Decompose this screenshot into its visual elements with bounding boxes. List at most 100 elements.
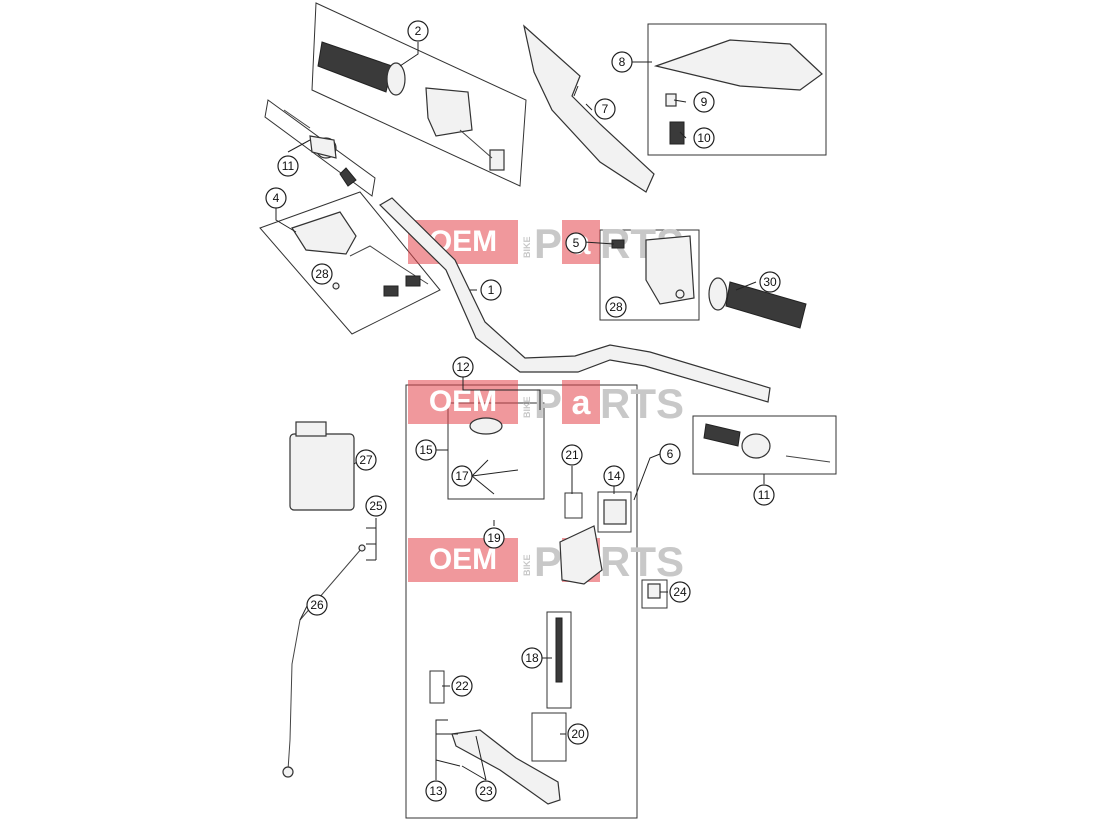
callout-18: 18 — [521, 647, 543, 669]
callout-11-right: 11 — [753, 484, 775, 506]
master-cylinder — [559, 525, 603, 585]
callout-label: 28 — [315, 267, 329, 281]
callout-25: 25 — [365, 495, 387, 517]
callout-22: 22 — [451, 675, 473, 697]
callout-27: 27 — [355, 449, 377, 471]
callout-9: 9 — [693, 91, 715, 113]
callout-label: 7 — [602, 102, 609, 116]
bar-end-left — [283, 109, 357, 187]
callout-label: 10 — [697, 131, 711, 145]
callout-30: 30 — [759, 271, 781, 293]
callout-26: 26 — [306, 594, 328, 616]
watermark-bike: BIKE — [522, 236, 532, 258]
callout-label: 6 — [667, 447, 674, 461]
callout-label: 24 — [673, 585, 687, 599]
callout-label: 4 — [273, 191, 280, 205]
clamp-14 — [603, 499, 627, 525]
callout-28-right: 28 — [605, 296, 627, 318]
callout-1: 1 — [480, 279, 502, 301]
fluid-bottle — [289, 421, 355, 511]
leader-lines — [275, 42, 765, 781]
frame-switch-left — [259, 191, 441, 335]
callout-label: 21 — [565, 448, 579, 462]
handlebar — [379, 197, 771, 403]
callout-label: 28 — [609, 300, 623, 314]
callout-20: 20 — [567, 723, 589, 745]
callout-10: 10 — [693, 127, 715, 149]
watermark-p: P — [534, 380, 562, 427]
callout-15: 15 — [415, 439, 437, 461]
frame-master-cylinder — [405, 384, 638, 819]
switch-24 — [647, 583, 661, 599]
watermark-oem: OEM — [429, 543, 497, 576]
watermark-a: a — [572, 384, 592, 422]
piston — [555, 617, 563, 683]
callout-5: 5 — [565, 232, 587, 254]
callout-label: 11 — [282, 159, 295, 173]
frame-screw-21 — [564, 492, 583, 519]
callout-2: 2 — [407, 20, 429, 42]
callout-label: 30 — [763, 275, 777, 289]
callout-label: 17 — [455, 469, 469, 483]
callout-23: 23 — [475, 780, 497, 802]
watermark-p: P — [534, 220, 562, 267]
callouts: 1 2 4 5 6 7 8 9 10 11 11 12 13 14 15 17 … — [265, 20, 781, 802]
callout-13: 13 — [425, 780, 447, 802]
callout-label: 23 — [479, 784, 493, 798]
callout-7: 7 — [594, 98, 616, 120]
callout-label: 2 — [415, 24, 422, 38]
callout-label: 14 — [607, 469, 621, 483]
grip-right — [708, 277, 807, 329]
watermark-p: P — [534, 538, 562, 585]
frame-piston — [546, 611, 572, 709]
switch-left — [291, 211, 429, 297]
callout-label: 5 — [573, 236, 580, 250]
callout-label: 12 — [456, 360, 470, 374]
callout-19: 19 — [483, 527, 505, 549]
callout-label: 11 — [758, 488, 771, 502]
frame-lever-pivot — [531, 712, 567, 762]
watermark-3: OEM BIKE P a RTS — [408, 538, 684, 585]
watermark-rts: RTS — [600, 380, 684, 427]
mirror — [523, 24, 655, 193]
master-cylinder-cap — [469, 417, 503, 435]
reservoir-cap — [653, 39, 823, 145]
bar-end-right — [703, 423, 831, 463]
callout-11-left: 11 — [277, 155, 299, 177]
frame-throttle-grip — [311, 2, 527, 187]
callout-label: 15 — [419, 443, 433, 457]
callout-label: 22 — [455, 679, 469, 693]
callout-label: 1 — [488, 283, 495, 297]
callout-label: 9 — [701, 95, 708, 109]
callout-28-left: 28 — [311, 263, 333, 285]
group-frames — [259, 2, 837, 819]
callout-17: 17 — [451, 465, 473, 487]
callout-label: 18 — [525, 651, 539, 665]
watermark-bike: BIKE — [522, 554, 532, 576]
callout-label: 27 — [359, 453, 373, 467]
callout-14: 14 — [603, 465, 625, 487]
callout-8: 8 — [611, 51, 633, 73]
frame-screw-22 — [429, 670, 445, 704]
brake-hose — [287, 547, 363, 771]
brake-lever — [451, 729, 561, 805]
callout-label: 25 — [369, 499, 383, 513]
watermark-2: OEM BIKE P a RTS — [408, 380, 684, 427]
callout-label: 13 — [429, 784, 443, 798]
callout-label: 19 — [487, 531, 501, 545]
callout-4: 4 — [265, 187, 287, 209]
frame-clutch-reservoir — [647, 23, 827, 156]
switch-right — [611, 235, 695, 305]
watermark-rts: RTS — [600, 538, 684, 585]
frame-switch-right — [599, 229, 700, 321]
watermark-bike: BIKE — [522, 396, 532, 418]
callout-label: 20 — [571, 727, 585, 741]
throttle-grip — [317, 41, 505, 171]
callout-24: 24 — [669, 581, 691, 603]
callout-12: 12 — [452, 356, 474, 378]
callout-21: 21 — [561, 444, 583, 466]
frame-bar-end-left — [264, 99, 376, 197]
callout-label: 26 — [310, 598, 324, 612]
callout-label: 8 — [619, 55, 626, 69]
